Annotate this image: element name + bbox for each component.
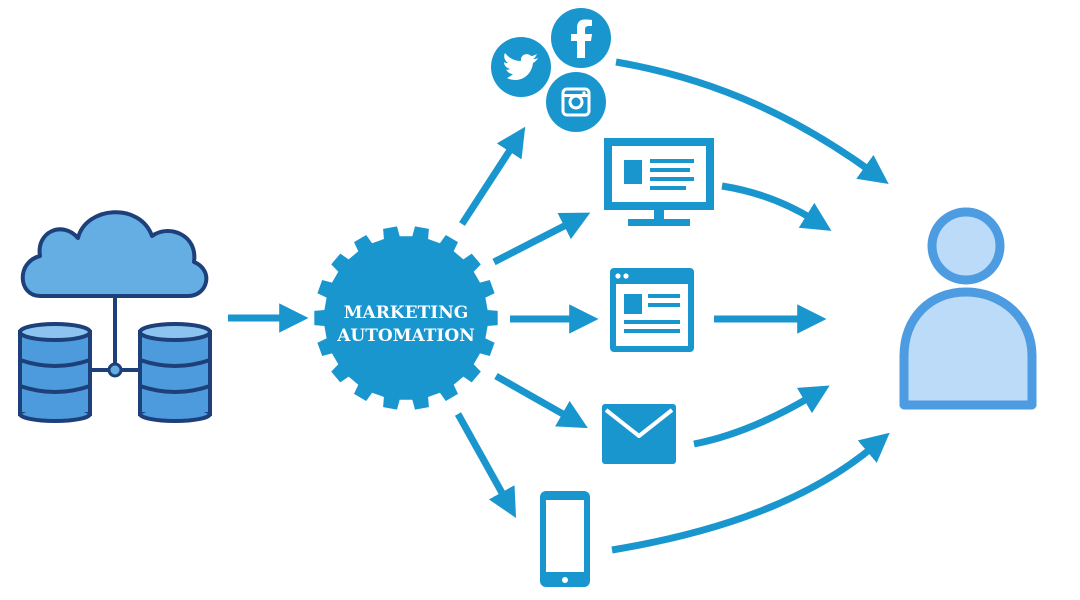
gear-label-line1: MARKETING <box>344 303 469 323</box>
arrow-mobile-to-person <box>611 432 890 554</box>
desktop-monitor-icon <box>604 138 714 226</box>
web-page-icon <box>610 268 694 352</box>
arrow-hub-to-mobile <box>454 412 517 518</box>
arrow-hub-to-desktop <box>492 212 591 266</box>
database-left-icon <box>18 322 92 423</box>
smartphone-icon <box>540 491 590 587</box>
cloud-shape <box>20 210 209 298</box>
person-head <box>927 207 1005 285</box>
arrow-desktop-to-person <box>721 182 832 231</box>
arrow-social-to-person <box>615 58 889 185</box>
twitter-icon <box>504 53 538 81</box>
email-envelope-icon <box>602 404 676 464</box>
person-icon <box>899 207 1037 410</box>
gear-shape <box>314 226 498 410</box>
facebook-icon <box>571 19 592 58</box>
arrow-hub-to-social <box>459 126 526 226</box>
cloud-database-icon <box>18 210 212 423</box>
marketing-automation-gear: MARKETING AUTOMATION <box>314 226 498 410</box>
social-media-icon <box>491 8 611 132</box>
database-right-icon <box>138 322 212 423</box>
instagram-icon-bg <box>546 72 606 132</box>
arrow-hub-to-email <box>494 372 588 429</box>
gear-label-line2: AUTOMATION <box>336 326 475 346</box>
arrow-email-to-person <box>693 385 830 448</box>
db-connector-node <box>107 362 123 378</box>
instagram-icon <box>561 87 591 117</box>
person-body <box>899 287 1037 410</box>
